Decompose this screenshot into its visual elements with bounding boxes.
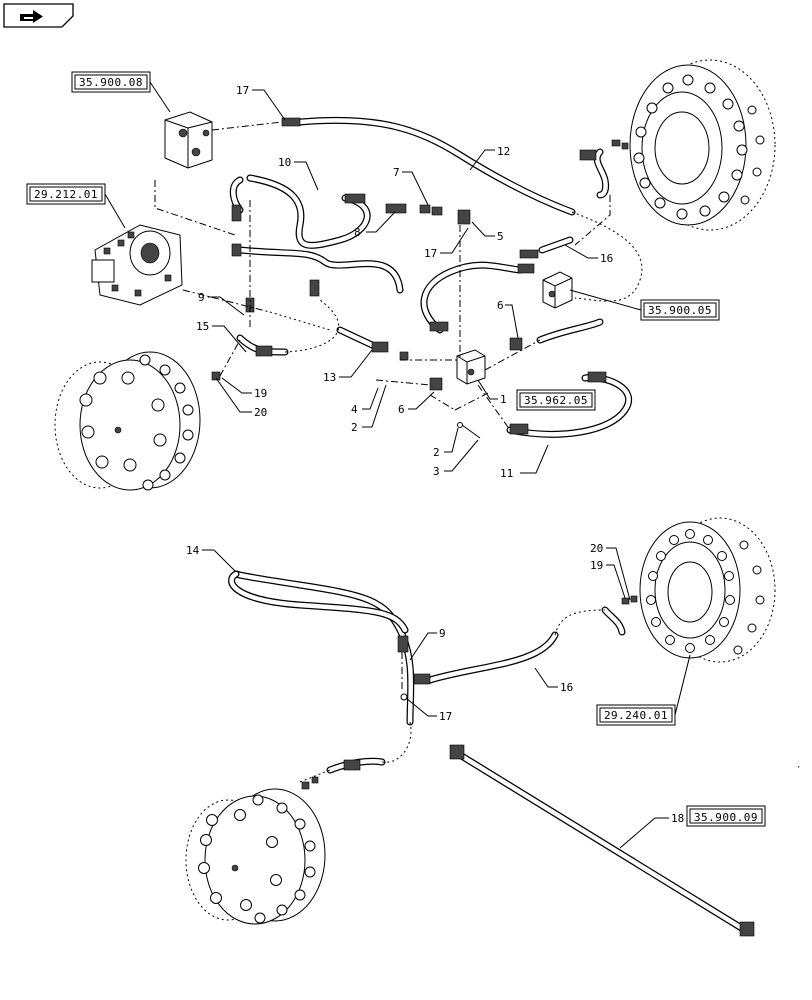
callout-2: 2 (433, 446, 440, 459)
pump-assembly (91, 224, 183, 306)
hose-16-bottom (413, 606, 626, 685)
callout-20: 20 (254, 406, 267, 419)
hose-left-loop (229, 176, 404, 297)
callout-3: 3 (433, 465, 440, 478)
wheel-motor-top-right (611, 59, 776, 231)
ref-box-35-900-09[interactable]: 35.900.09 (686, 805, 766, 827)
callout-6: 6 (497, 299, 504, 312)
callouts: 17 12 10 7 8 17 5 16 9 15 6 13 1 (186, 84, 684, 849)
callout-15: 15 (196, 320, 209, 333)
callout-5: 5 (497, 230, 504, 243)
tube-18 (449, 744, 755, 937)
back-arrow-icon[interactable] (3, 3, 74, 28)
ref-box-29-240-01[interactable]: 29.240.01 (596, 654, 691, 726)
svg-text:35.900.08: 35.900.08 (79, 76, 143, 89)
callout-16: 16 (560, 681, 573, 694)
callout-12: 12 (497, 145, 510, 158)
callout-6: 6 (398, 403, 405, 416)
callout-11: 11 (500, 467, 513, 480)
callout-17: 17 (439, 710, 452, 723)
guide-lines-top (154, 121, 643, 431)
callout-17: 17 (236, 84, 249, 97)
callout-19: 19 (254, 387, 267, 400)
callout-8: 8 (354, 226, 361, 239)
svg-text:29.212.01: 29.212.01 (34, 188, 98, 201)
ref-box-29-212-01[interactable]: 29.212.01 (26, 183, 126, 229)
hose-16-top (519, 236, 574, 259)
callout-13: 13 (323, 371, 336, 384)
callout-7: 7 (393, 166, 400, 179)
wheel-motor-bottom-left (185, 776, 326, 925)
guide-lines-bottom (299, 609, 606, 783)
callout-10: 10 (278, 156, 291, 169)
ref-box-35-962-05[interactable]: 35.962.05 (516, 389, 596, 411)
callout-20: 20 (590, 542, 603, 555)
callout-9: 9 (198, 291, 205, 304)
hose-11 (506, 371, 633, 438)
svg-text:35.900.09: 35.900.09 (694, 811, 758, 824)
ref-box-35-900-08[interactable]: 35.900.08 (71, 71, 171, 113)
hose-bottom-left (326, 757, 386, 774)
hose-13-15 (236, 326, 389, 357)
svg-text:35.962.05: 35.962.05 (524, 394, 588, 407)
corner-mark: · (796, 763, 801, 773)
callout-19: 19 (590, 559, 603, 572)
callout-2: 2 (351, 421, 358, 434)
hose-12 (281, 116, 576, 216)
callout-17: 17 (424, 247, 437, 260)
svg-text:35.900.05: 35.900.05 (648, 304, 712, 317)
callout-16: 16 (600, 252, 613, 265)
svg-text:29.240.01: 29.240.01 (604, 709, 668, 722)
callout-14: 14 (186, 544, 200, 557)
hose-right-up (579, 148, 610, 199)
hose-10 (246, 174, 407, 249)
hose-right-loop (420, 261, 604, 344)
small-valve-right (542, 271, 573, 309)
central-valve (456, 349, 486, 385)
ref-box-35-900-05[interactable]: 35.900.05 (569, 289, 720, 321)
valve-block-top (164, 111, 213, 169)
wheel-motor-left (54, 351, 221, 491)
hose-14 (228, 570, 415, 726)
callout-18: 18 (671, 812, 684, 825)
callout-4: 4 (351, 403, 358, 416)
callout-1: 1 (500, 393, 507, 406)
callout-9: 9 (439, 627, 446, 640)
wheel-motor-bottom-right (621, 517, 776, 663)
